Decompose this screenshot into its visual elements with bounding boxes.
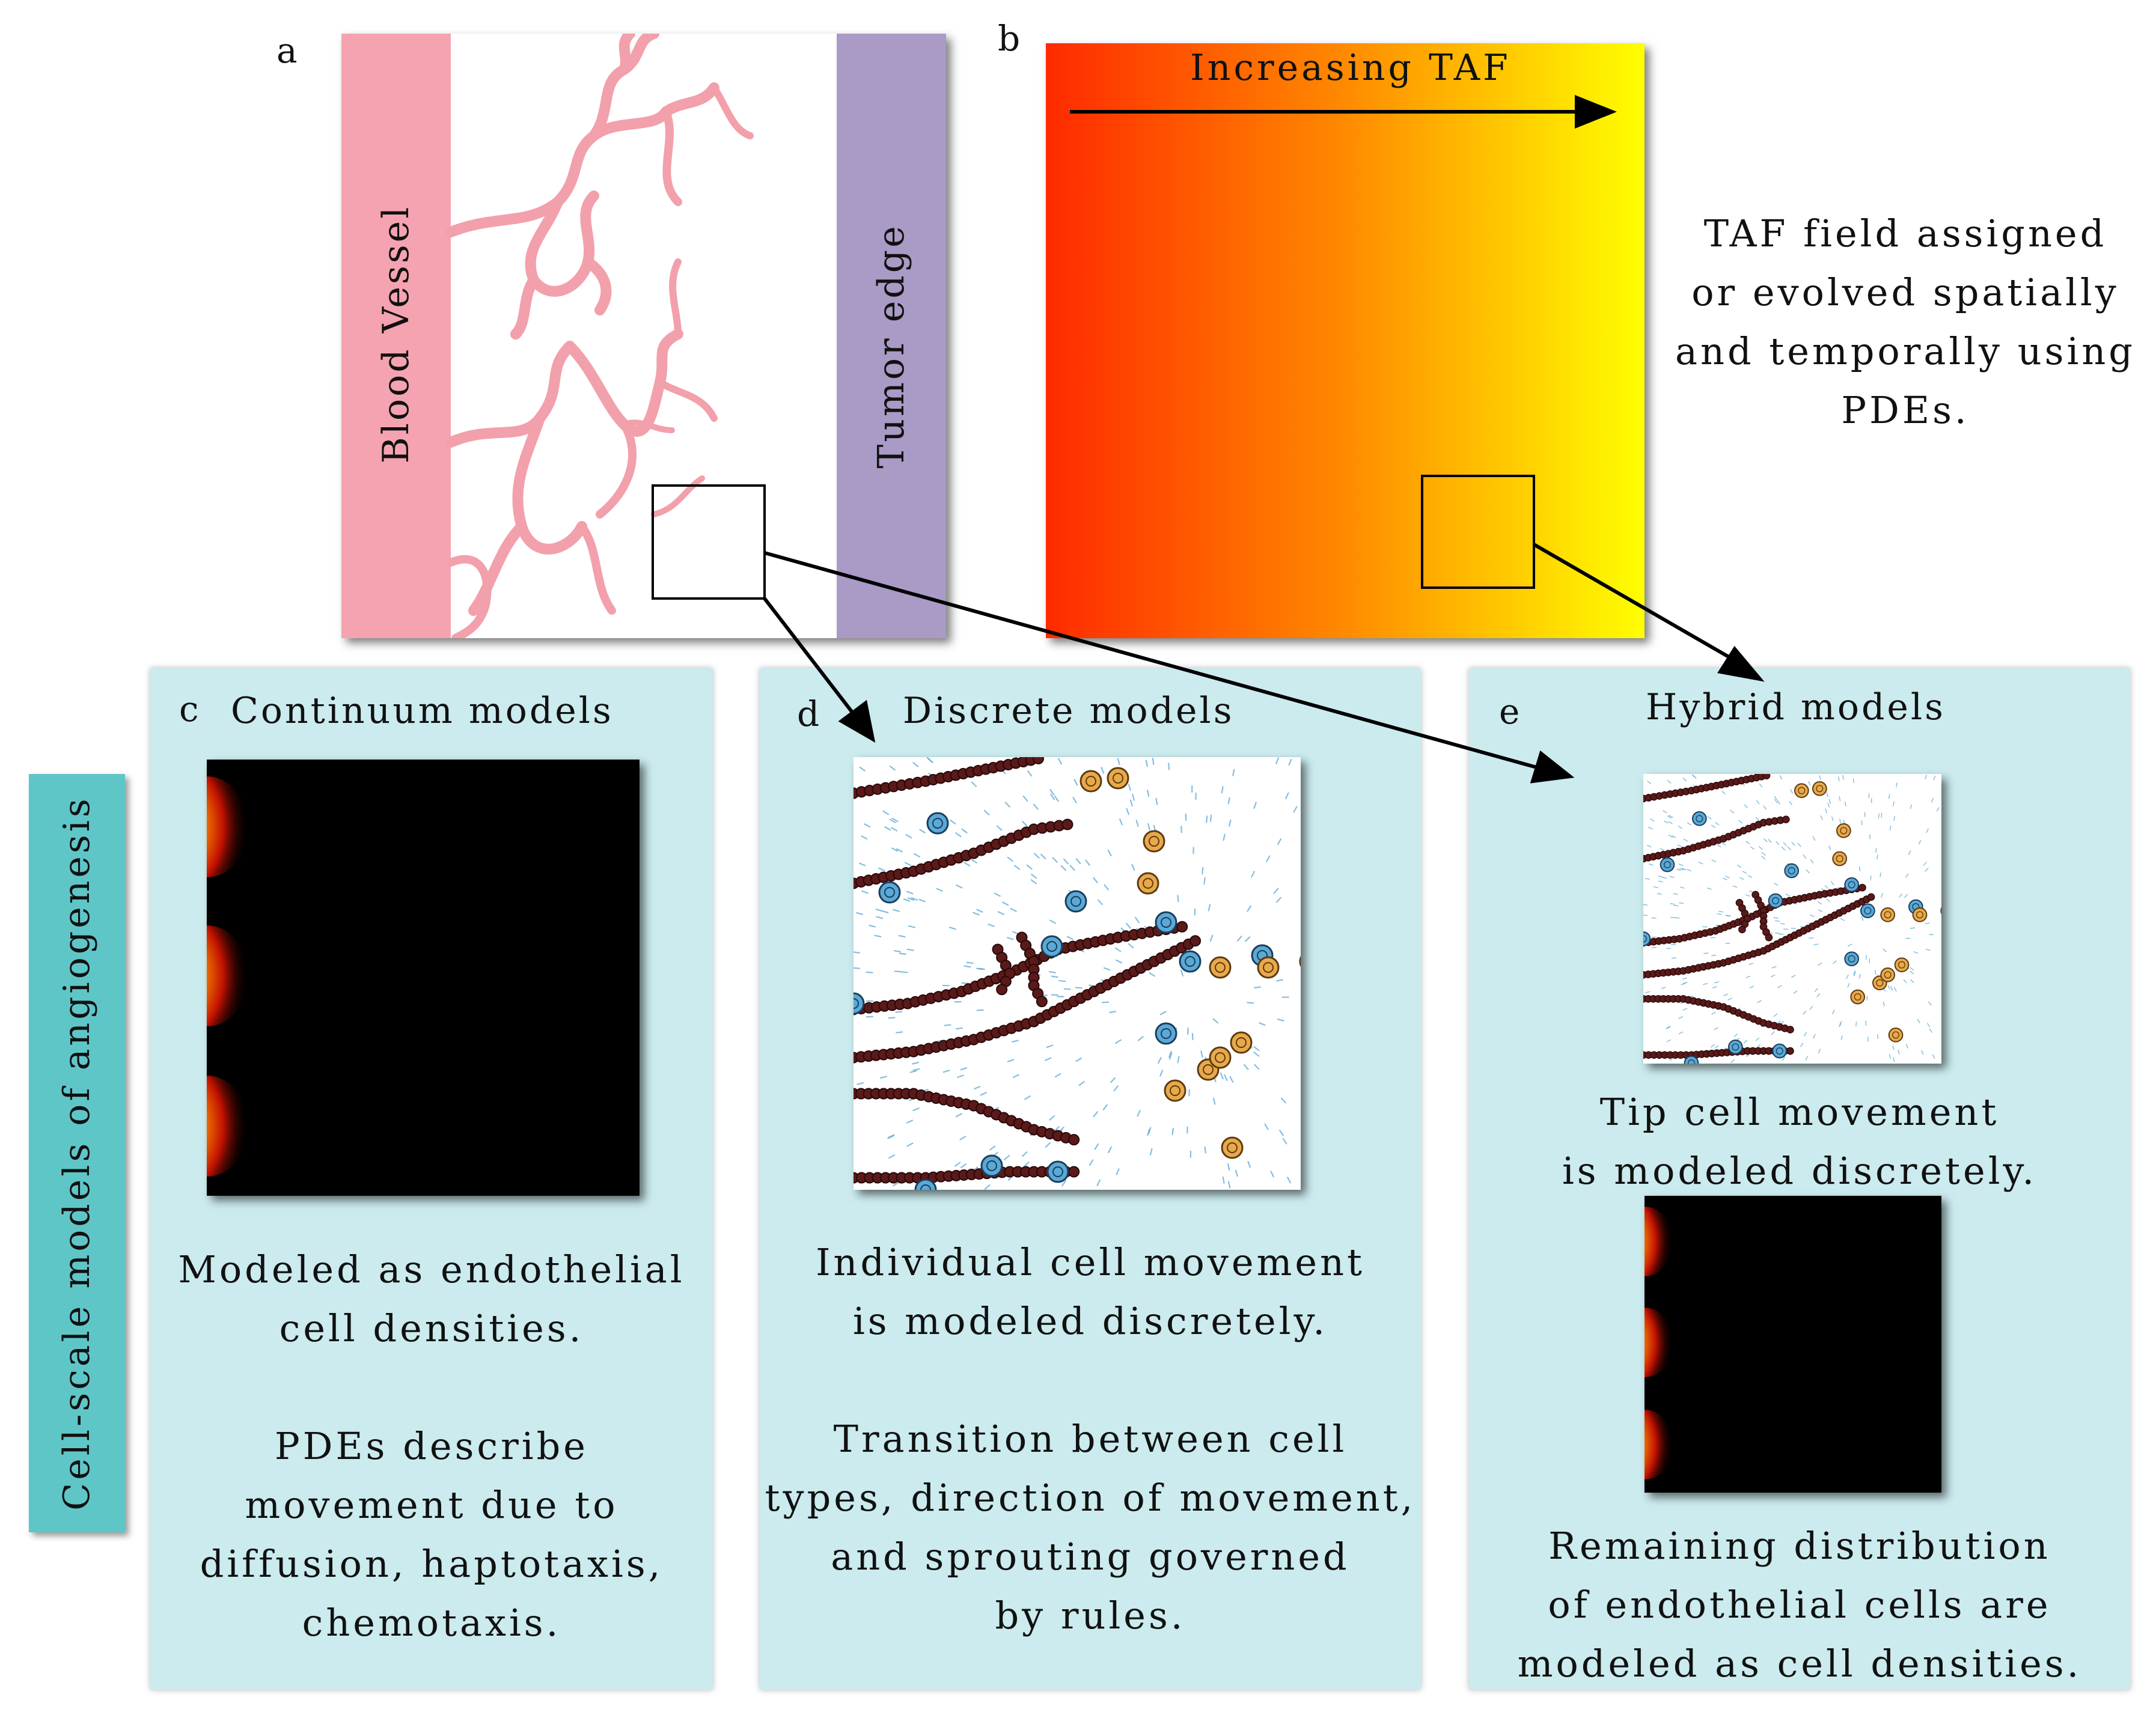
taf-gradient-marks <box>854 757 1298 1190</box>
blood-vessel-band <box>341 34 451 638</box>
panel-e-mid-description: Tip cell movement is modeled discretely. <box>1469 1083 2130 1201</box>
panel-e-hybrid: e Hybrid models Tip cell movement is mod… <box>1469 668 2130 1690</box>
panel-e-bottom-line: of endothelial cells are <box>1548 1583 2051 1627</box>
tip-cells <box>854 767 1301 1190</box>
taf-arrow <box>1070 95 1617 589</box>
density-hotspot <box>207 776 249 877</box>
panel-d-letter: d <box>797 693 820 734</box>
panel-a-letter: a <box>276 30 298 71</box>
panel-c-text-line: Modeled as endothelial <box>178 1247 685 1291</box>
panel-d-discrete: d Discrete models Individual cell moveme… <box>760 668 1421 1690</box>
taf-gradient-marks <box>1643 774 1940 1064</box>
panel-d-text-line: Individual cell movement <box>816 1240 1365 1284</box>
panel-e-mid-line: Tip cell movement <box>1599 1090 2000 1134</box>
panel-d-text-line: by rules. <box>995 1594 1186 1637</box>
vessel-beads <box>854 757 1202 1184</box>
panel-d-title: Discrete models <box>903 690 1235 732</box>
taf-field-description: TAF field assigned or evolved spatially … <box>1665 204 2146 440</box>
panel-e-letter: e <box>1499 691 1520 732</box>
taf-text-line: and temporally using <box>1675 329 2136 373</box>
panel-d-text-line: and sprouting governed <box>831 1535 1350 1579</box>
taf-gradient-field: Increasing TAF <box>1046 43 1644 638</box>
panel-c-text-line: chemotaxis. <box>302 1601 561 1645</box>
panel-e-bottom-line: Remaining distribution <box>1548 1524 2051 1568</box>
panel-a-zoom-box <box>652 484 766 600</box>
continuum-density-plot <box>207 760 640 1196</box>
panel-e-title: Hybrid models <box>1646 686 1946 728</box>
panel-a-vessel-diagram: Blood Vessel Tumor edge <box>341 34 946 638</box>
hybrid-density-plot <box>1644 1196 1941 1493</box>
panel-d-description: Individual cell movement is modeled disc… <box>760 1233 1421 1645</box>
panel-d-text-line: types, direction of movement, <box>765 1476 1416 1520</box>
panel-c-text-line: diffusion, haptotaxis, <box>200 1542 664 1586</box>
cell-scale-models-label-box: Cell-scale models of angiogenesis <box>29 774 125 1532</box>
tip-cells <box>1643 781 1941 1064</box>
panel-c-title: Continuum models <box>231 690 614 732</box>
panel-d-text-line: is modeled discretely. <box>852 1299 1328 1343</box>
density-hotspot <box>207 925 249 1026</box>
density-hotspot <box>207 1076 249 1177</box>
vessel-sprouts <box>445 34 766 638</box>
panel-c-text-line: PDEs describe <box>275 1424 588 1468</box>
taf-text-line: or evolved spatially <box>1691 270 2119 314</box>
panel-b-zoom-box <box>1421 475 1535 589</box>
panel-e-mid-line: is modeled discretely. <box>1562 1149 2038 1193</box>
panel-d-text-line: Transition between cell <box>833 1417 1348 1461</box>
density-hotspot <box>1644 1308 1673 1377</box>
panel-c-continuum: c Continuum models Modeled as endothelia… <box>150 668 713 1690</box>
panel-d-text-line <box>760 1351 1421 1410</box>
panel-c-text-line <box>150 1358 713 1417</box>
increasing-taf-label: Increasing TAF <box>1190 47 1511 89</box>
vessel-beads <box>1643 774 1875 1059</box>
taf-text-line: TAF field assigned <box>1703 212 2107 255</box>
taf-text-line: PDEs. <box>1841 388 1970 432</box>
discrete-cell-plot <box>854 757 1301 1190</box>
panel-b-letter: b <box>998 18 1021 59</box>
panel-c-letter: c <box>179 689 199 729</box>
panel-c-text-line: cell densities. <box>279 1306 584 1350</box>
cell-scale-models-label: Cell-scale models of angiogenesis <box>56 796 98 1511</box>
panel-e-bottom-description: Remaining distribution of endothelial ce… <box>1469 1517 2130 1693</box>
panel-c-description: Modeled as endothelial cell densities. P… <box>150 1240 713 1652</box>
panel-c-text-line: movement due to <box>245 1483 618 1527</box>
density-hotspot <box>1644 1207 1673 1276</box>
panel-e-bottom-line: modeled as cell densities. <box>1517 1642 2082 1686</box>
density-hotspot <box>1644 1410 1673 1479</box>
tumor-edge-band <box>837 34 946 638</box>
hybrid-tip-cell-plot <box>1643 774 1941 1064</box>
